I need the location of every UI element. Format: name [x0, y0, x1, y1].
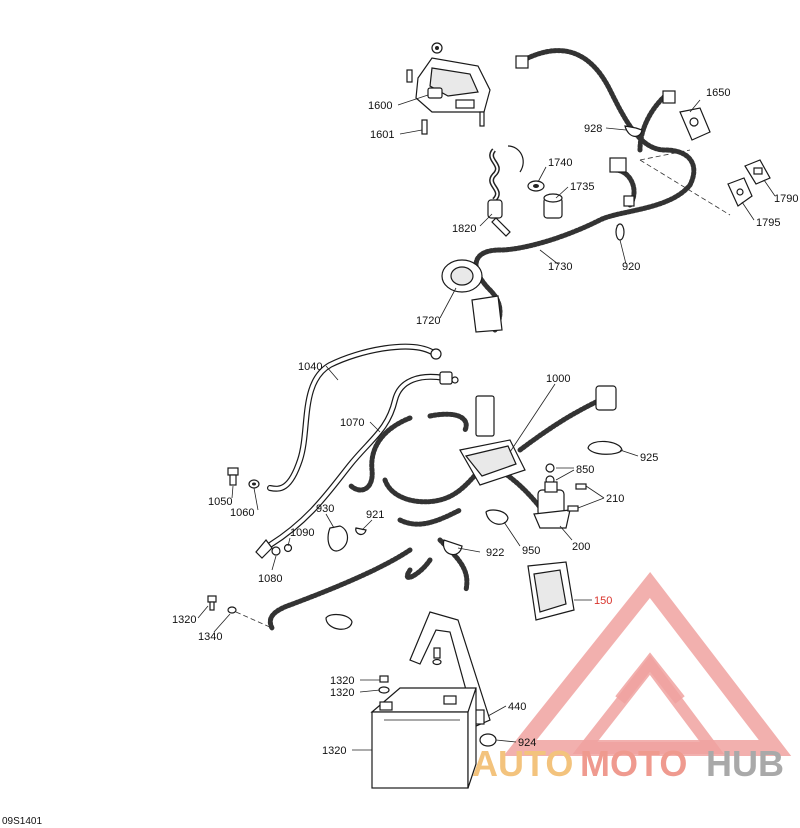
tie-950 — [485, 509, 509, 525]
gauge-housing — [415, 42, 491, 113]
control-module-150 — [527, 561, 575, 621]
label-1040: 1040 — [298, 361, 322, 373]
washer-1060 — [248, 479, 260, 489]
solenoid-200 — [533, 481, 571, 529]
label-1060: 1060 — [230, 507, 254, 519]
label-1790: 1790 — [774, 193, 798, 205]
label-1000: 1000 — [546, 373, 570, 385]
label-1080: 1080 — [258, 573, 282, 585]
ring-920 — [615, 223, 625, 241]
label-210: 210 — [606, 493, 624, 505]
label-950: 950 — [522, 545, 540, 557]
housing-screws — [406, 69, 485, 135]
coiled-lanyard-1820 — [487, 145, 524, 237]
label-1650: 1650 — [706, 87, 730, 99]
washer-1340 — [227, 606, 273, 629]
diagram-code: 09S1401 — [2, 816, 42, 827]
label-922: 922 — [486, 547, 504, 559]
label-1050: 1050 — [208, 496, 232, 508]
label-150: 150 — [594, 595, 612, 607]
label-1320-left: 1320 — [172, 614, 196, 626]
label-1720: 1720 — [416, 315, 440, 327]
tie-921 — [355, 527, 367, 536]
switch-1735 — [543, 193, 563, 219]
clip-928 — [624, 125, 643, 137]
label-1320-screw: 1320 — [330, 675, 354, 687]
label-1340: 1340 — [198, 631, 222, 643]
label-1070: 1070 — [340, 417, 364, 429]
watermark-text: AUTO MOTO HUB — [472, 743, 784, 784]
small-clip — [325, 613, 353, 630]
battery-1320 — [370, 687, 477, 789]
label-1730: 1730 — [548, 261, 572, 273]
tie-922 — [442, 539, 463, 556]
sensor-1650 — [679, 107, 711, 141]
grommet-1720 — [441, 259, 503, 333]
tie-925 — [587, 440, 623, 455]
label-920: 920 — [622, 261, 640, 273]
label-924: 924 — [518, 737, 536, 749]
label-921: 921 — [366, 509, 384, 521]
battery-cable-1040 — [267, 343, 442, 492]
screw-1320-left — [207, 595, 217, 611]
label-930: 930 — [316, 503, 334, 515]
top-connector-cluster — [515, 55, 676, 207]
label-440: 440 — [508, 701, 526, 713]
label-200: 200 — [572, 541, 590, 553]
label-1090: 1090 — [290, 527, 314, 539]
battery-cable-1070 — [255, 371, 459, 559]
label-1820: 1820 — [452, 223, 476, 235]
watermark-hub: HUB — [706, 743, 784, 784]
label-1735: 1735 — [570, 181, 594, 193]
label-1600: 1600 — [368, 100, 392, 112]
fuse-box — [459, 385, 617, 486]
switch-1790 — [744, 159, 771, 185]
label-925: 925 — [640, 452, 658, 464]
label-1740: 1740 — [548, 157, 572, 169]
battery-terminal-screws — [378, 647, 442, 694]
nuts-850 — [545, 463, 555, 485]
nut-1740 — [527, 180, 545, 192]
bolt-1050 — [227, 467, 239, 486]
leader-lines — [197, 94, 776, 751]
callout-labels: 1650 1600 1601 928 1740 1735 1790 1795 1… — [172, 87, 798, 757]
main-wiring-harness-1000 — [267, 397, 603, 631]
watermark-auto: AUTO — [472, 743, 573, 784]
label-1320-battery: 1320 — [322, 745, 346, 757]
label-850: 850 — [576, 464, 594, 476]
label-1601: 1601 — [370, 129, 394, 141]
tie-930 — [327, 525, 349, 552]
watermark-moto: MOTO — [580, 743, 687, 784]
switch-1795 — [727, 177, 753, 207]
label-928: 928 — [584, 123, 602, 135]
label-1320-washer: 1320 — [330, 687, 354, 699]
washer-1080 — [271, 546, 281, 556]
label-1795: 1795 — [756, 217, 780, 229]
watermark-logo — [503, 572, 792, 756]
bolts-210 — [567, 483, 587, 512]
